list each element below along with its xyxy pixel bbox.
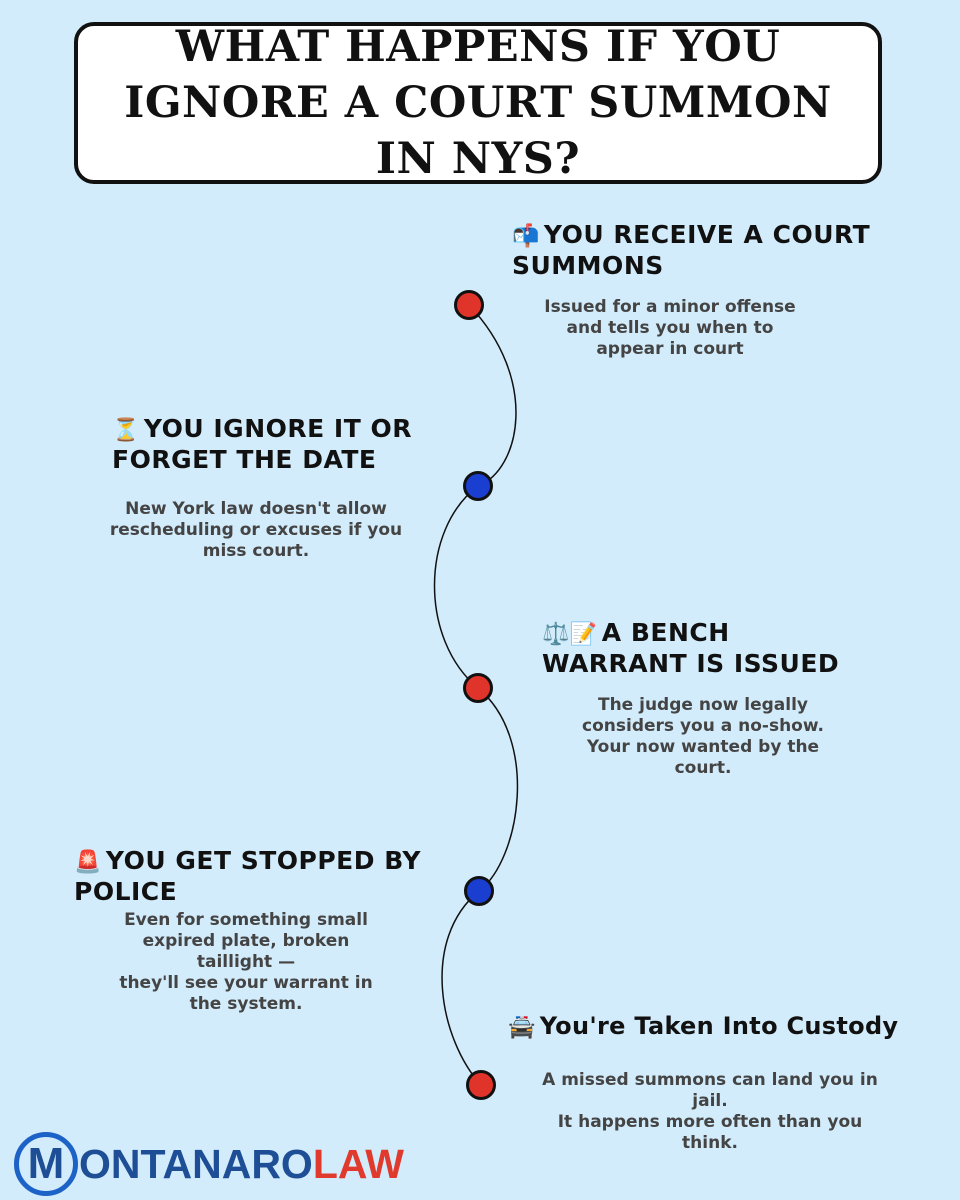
mailbox-icon: 📬 — [512, 224, 540, 249]
timeline-dot-2 — [463, 471, 493, 501]
logo-wordmark-blue: ONTANARO — [79, 1140, 313, 1187]
step-1-description: Issued for a minor offense and tells you… — [544, 297, 796, 359]
logo-wordmark: ONTANAROLAW — [79, 1141, 404, 1188]
step-2-heading-text: YOU IGNORE IT OR FORGET THE DATE — [112, 414, 412, 474]
title-card: WHAT HAPPENS IF YOU IGNORE A COURT SUMMO… — [74, 22, 882, 184]
police-car-icon: 🚔 — [508, 1015, 536, 1040]
step-1-heading: 📬YOU RECEIVE A COURT SUMMONS — [512, 220, 912, 280]
step-4-heading-text: YOU GET STOPPED BY POLICE — [74, 846, 422, 906]
page-title: WHAT HAPPENS IF YOU IGNORE A COURT SUMMO… — [124, 22, 832, 184]
timeline-dot-3 — [463, 673, 493, 703]
police-light-icon: 🚨 — [74, 850, 102, 875]
step-1-heading-text: YOU RECEIVE A COURT SUMMONS — [512, 220, 871, 280]
step-2-heading: ⏳YOU IGNORE IT OR FORGET THE DATE — [112, 414, 442, 474]
step-2-description: New York law doesn't allow rescheduling … — [109, 499, 403, 561]
step-4-description: Even for something small expired plate, … — [119, 910, 373, 1014]
step-5-description: A missed summons can land you in jail. I… — [542, 1070, 878, 1153]
step-4-heading: 🚨YOU GET STOPPED BY POLICE — [74, 846, 444, 906]
step-5-heading-text: You're Taken Into Custody — [539, 1012, 899, 1040]
hourglass-icon: ⏳ — [112, 418, 140, 443]
logo-wordmark-red: LAW — [312, 1140, 404, 1187]
step-5-heading: 🚔You're Taken Into Custody — [508, 1012, 948, 1042]
scales-memo-icon: ⚖️📝 — [542, 622, 598, 647]
logo-m-badge: M — [14, 1132, 78, 1196]
step-3-description: The judge now legally considers you a no… — [582, 695, 824, 778]
montanaro-law-logo: M ONTANAROLAW — [14, 1130, 404, 1198]
timeline-dot-5 — [466, 1070, 496, 1100]
timeline-dot-1 — [454, 290, 484, 320]
step-3-heading: ⚖️📝A BENCH WARRANT IS ISSUED — [542, 618, 872, 678]
step-3-heading-text: A BENCH WARRANT IS ISSUED — [542, 618, 840, 678]
timeline-dot-4 — [464, 876, 494, 906]
